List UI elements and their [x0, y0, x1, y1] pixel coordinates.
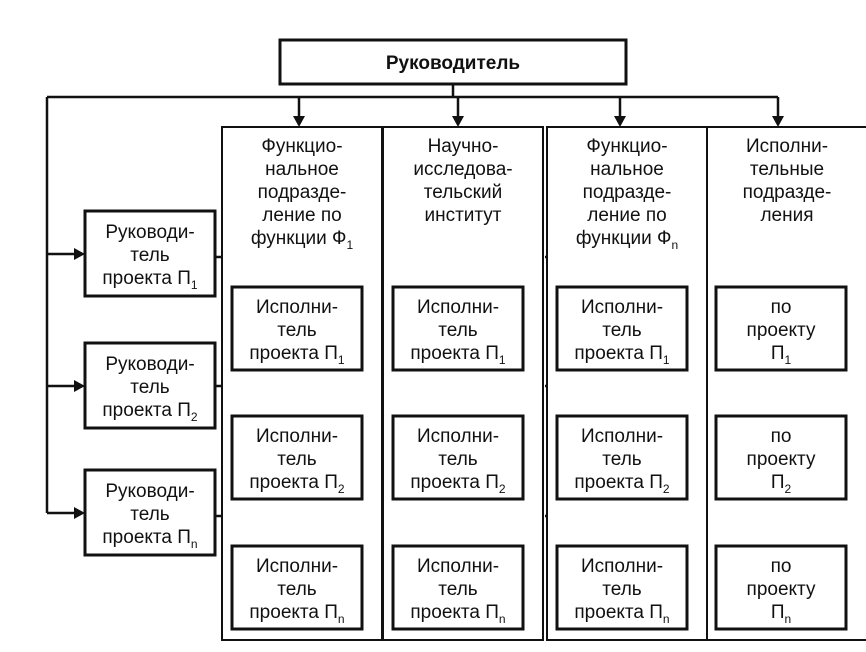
executor-box-2-3: [391, 544, 525, 631]
project-manager-box-1: [83, 209, 217, 298]
executor-box-3-3: [555, 544, 689, 631]
executor-box-1-1: [230, 285, 364, 372]
executor-box-1-2: [230, 414, 364, 501]
top-manager-box: [278, 38, 628, 86]
executor-box-4-1: [714, 285, 848, 372]
manager-arrow-1: [74, 248, 85, 260]
bus-arrow-4: [772, 116, 784, 127]
project-manager-box-2: [83, 341, 217, 430]
top-manager-label: Руководитель: [386, 53, 520, 74]
executor-box-3-1: [555, 285, 689, 372]
executor-box-3-2: [555, 414, 689, 501]
executor-box-1-3: [230, 544, 364, 631]
executor-box-2-2: [391, 414, 525, 501]
bus-arrow-1: [293, 116, 305, 127]
bus-arrow-2: [452, 116, 464, 127]
bus-arrow-3: [614, 116, 626, 127]
diagram-boxes: [83, 38, 866, 641]
executor-box-4-3: [714, 544, 848, 631]
manager-arrow-3: [74, 507, 85, 519]
project-manager-box-3: [83, 468, 217, 557]
executor-box-4-2: [714, 414, 848, 501]
manager-arrow-2: [74, 380, 85, 392]
executor-box-2-1: [391, 285, 525, 372]
